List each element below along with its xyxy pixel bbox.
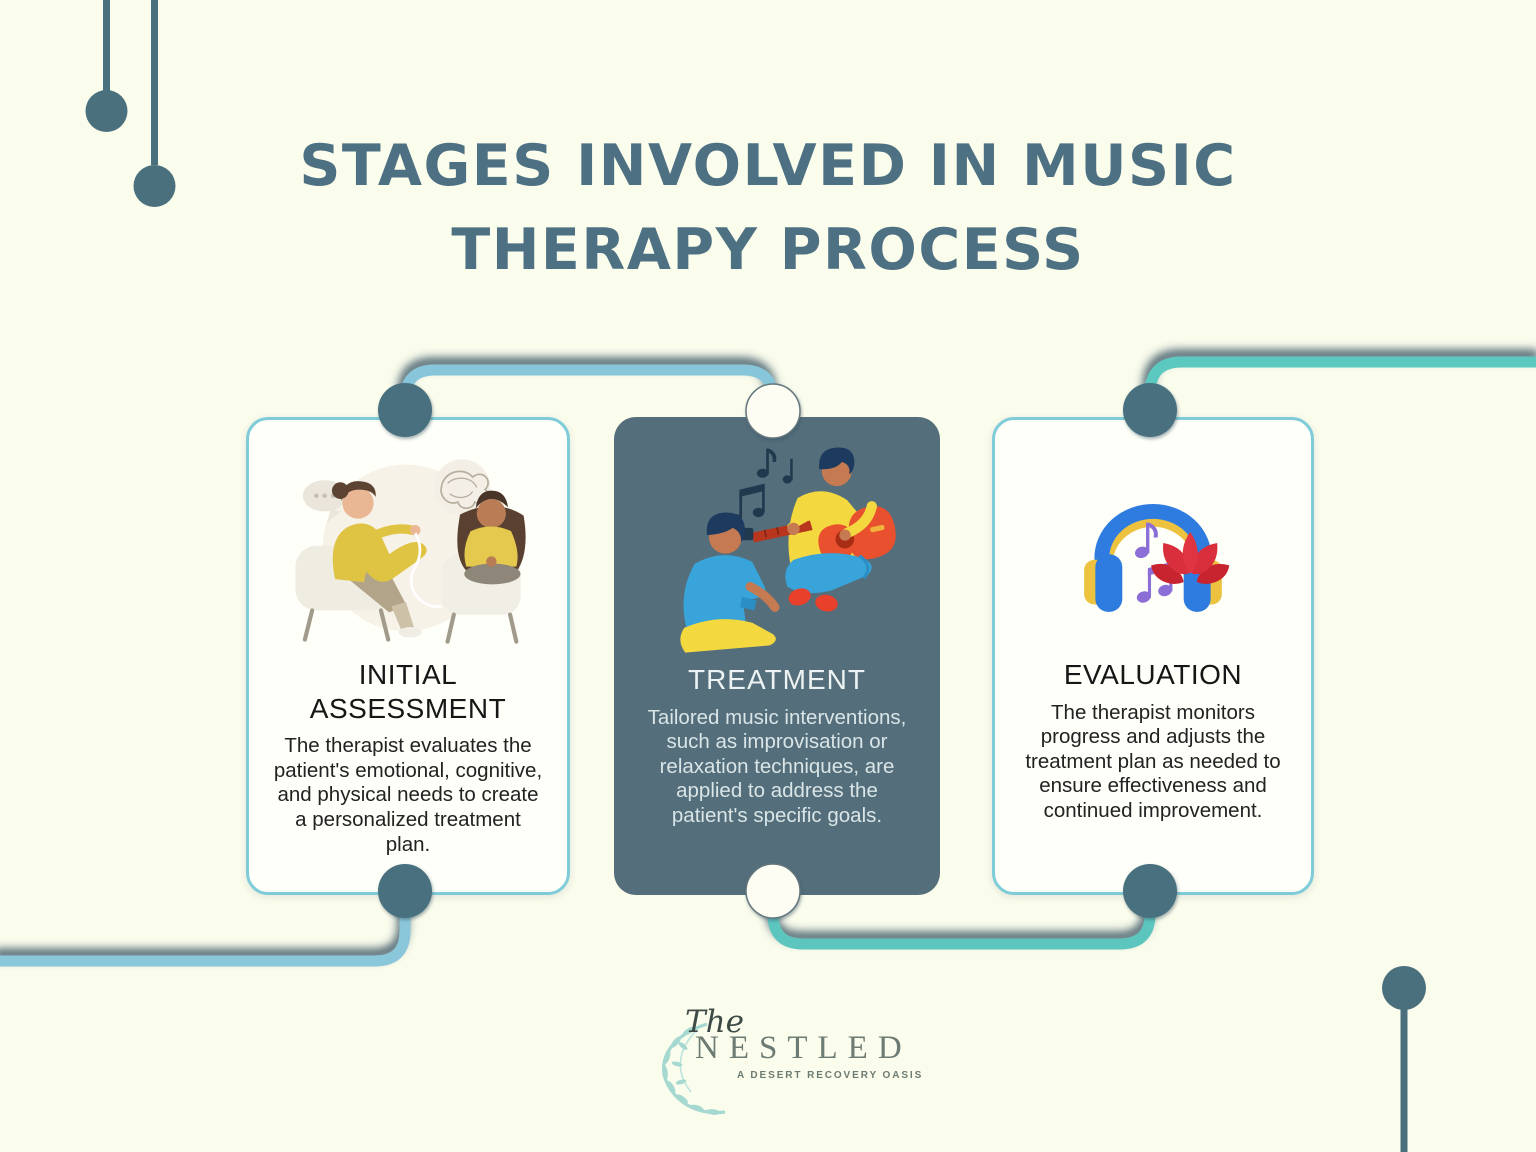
- stage-description: The therapist monitors progress and adju…: [1025, 700, 1281, 822]
- connector-stage1-stage2: [399, 364, 779, 412]
- stage-description: Tailored music interventions, such as im…: [647, 705, 907, 827]
- vine-branch-icon: [662, 1022, 726, 1115]
- lotus-icon: [1151, 531, 1230, 584]
- stage-card-initial-assessment: INITIAL ASSESSMENT The therapist evaluat…: [246, 417, 570, 895]
- connector-left-edge-stage1: [0, 890, 411, 967]
- page-title-line1: STAGES INVOLVED IN MUSIC: [299, 133, 1237, 199]
- music-session-illustration: [643, 445, 911, 653]
- stage-card-treatment: TREATMENT Tailored music interventions, …: [614, 417, 940, 895]
- connector-stage3-right-edge: [1144, 356, 1536, 410]
- stage-card-evaluation: EVALUATION The therapist monitors progre…: [992, 417, 1314, 895]
- stage-description: The therapist evaluates the patient's em…: [273, 734, 543, 856]
- headphones-lotus-icon: [1060, 454, 1246, 646]
- page-title-line2: THERAPY PROCESS: [451, 217, 1085, 283]
- therapy-session-illustration: [283, 454, 533, 646]
- brand-logo: The NESTLED A DESERT RECOVERY OASIS: [645, 1004, 945, 1138]
- connector-stage2-stage3: [767, 890, 1156, 950]
- page-title: STAGES INVOLVED IN MUSIC THERAPY PROCESS: [0, 124, 1536, 292]
- stage-title: TREATMENT: [687, 664, 867, 695]
- logo-the: The: [685, 1004, 744, 1040]
- logo-name: NESTLED: [695, 1030, 912, 1066]
- timeline-dot-decoration-bottom-right: [1382, 966, 1426, 1152]
- stage-title: INITIAL ASSESSMENT: [309, 659, 507, 724]
- logo-tagline: A DESERT RECOVERY OASIS: [737, 1070, 924, 1081]
- stage-title: EVALUATION: [1063, 659, 1243, 690]
